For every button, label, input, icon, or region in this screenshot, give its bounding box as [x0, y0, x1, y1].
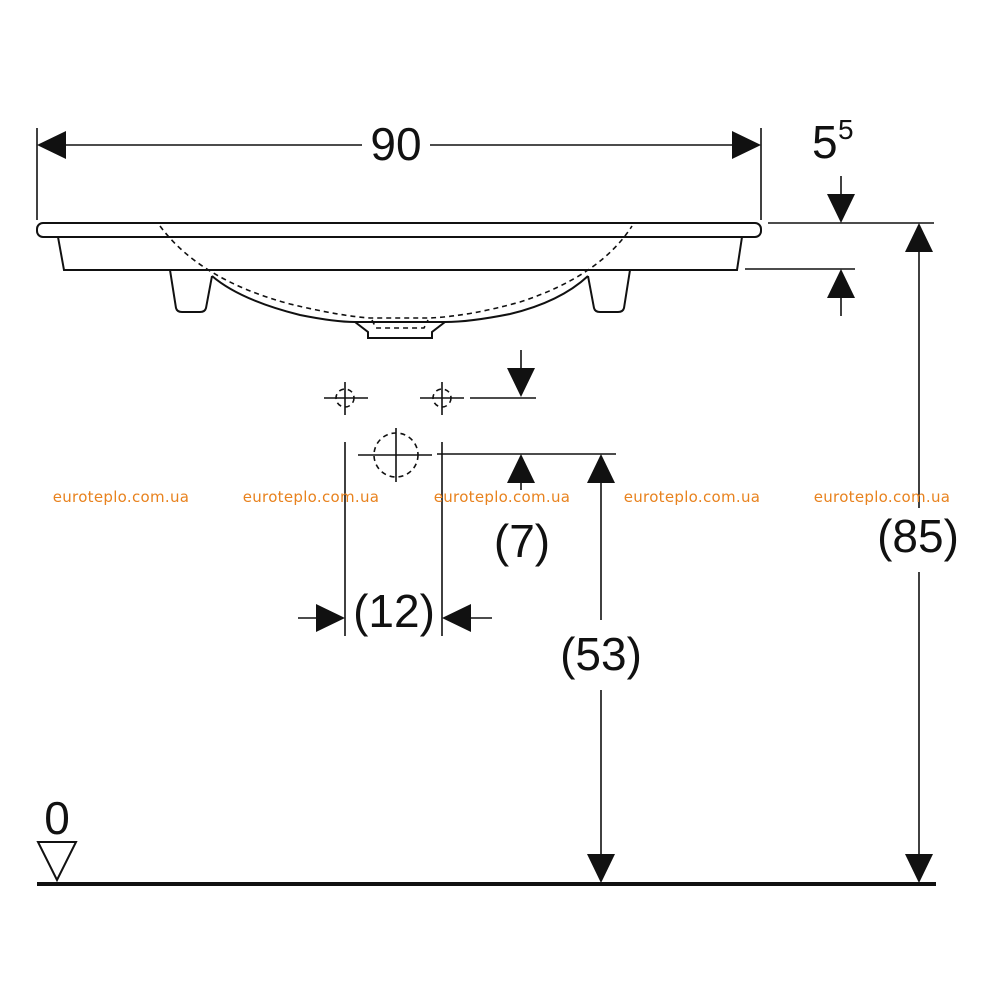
waste-spacing-arrow-left: [442, 604, 471, 632]
waste-height-label: (53): [560, 628, 642, 680]
tap-offset-dimension: (7): [470, 350, 550, 567]
waste-height-arrow-up: [587, 454, 615, 483]
waste-spacing-label: (12): [353, 585, 435, 637]
basin-leg-left: [169, 269, 213, 313]
tap-offset-arrow-down: [507, 368, 535, 397]
basin-bowl: [211, 275, 589, 323]
waste-spacing-dimension: (12): [298, 442, 492, 637]
outlet-inner-contour: [371, 319, 429, 329]
waste-position-mark: [358, 428, 432, 482]
floor-level-label: 0: [44, 792, 70, 844]
watermark-text: euroteplo.com.ua: [434, 488, 571, 506]
rim-thickness-superscript: 5: [838, 114, 854, 145]
total-height-arrow-down: [905, 854, 933, 883]
waste-height-dimension: (53): [437, 453, 642, 883]
total-height-label: (85): [877, 510, 959, 562]
rim-arrow-up: [827, 269, 855, 298]
basin-body: [57, 236, 743, 271]
basin-rim: [36, 222, 762, 238]
floor-level: 0: [36, 792, 936, 886]
basin-leg-right: [587, 269, 631, 313]
waste-spacing-arrow-right: [316, 604, 345, 632]
tap-offset-label: (7): [494, 515, 550, 567]
width-label: 90: [370, 118, 421, 170]
width-arrow-left: [37, 131, 66, 159]
width-arrow-right: [732, 131, 761, 159]
rim-thickness-dimension: 5 5: [745, 114, 934, 316]
tap-hole-right: [420, 382, 464, 415]
washbasin-outline: [36, 222, 762, 339]
watermark-row: euroteplo.com.ua euroteplo.com.ua eurote…: [53, 488, 951, 506]
bowl-inner-contour: [159, 225, 633, 319]
tap-hole-left: [324, 382, 368, 415]
waste-height-arrow-down: [587, 854, 615, 883]
watermark-text: euroteplo.com.ua: [243, 488, 380, 506]
watermark-text: euroteplo.com.ua: [53, 488, 190, 506]
tap-offset-arrow-up: [507, 454, 535, 483]
total-height-arrow-up: [905, 223, 933, 252]
watermark-text: euroteplo.com.ua: [624, 488, 761, 506]
floor-level-triangle-icon: [36, 841, 78, 883]
rim-thickness-label: 5: [812, 116, 838, 168]
total-height-dimension: (85): [877, 223, 959, 883]
watermark-text: euroteplo.com.ua: [814, 488, 951, 506]
waste-outlet: [354, 321, 446, 339]
rim-arrow-down: [827, 194, 855, 223]
width-dimension: 90: [36, 118, 762, 220]
